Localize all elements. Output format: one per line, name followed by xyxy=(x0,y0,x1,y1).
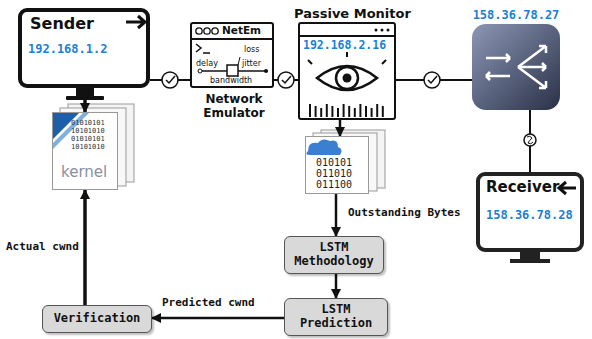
node-text: 192.168.1.2 xyxy=(28,42,107,56)
node-text: 192.168.2.16 xyxy=(303,38,386,52)
node-text: 010101 011010 011100 xyxy=(316,157,362,190)
kernel-file: 01010101 10101010 01010101 10101010 kerne… xyxy=(52,112,118,190)
node-illustration xyxy=(472,24,560,110)
monitor-base xyxy=(510,259,550,263)
connector xyxy=(83,88,87,112)
node-text: Network Emulator xyxy=(184,92,284,120)
node-text: 01010101 10101010 01010101 10101010 xyxy=(71,119,109,151)
capture-file: 010101 011010 011100 xyxy=(305,136,369,194)
process-box: LSTM Prediction xyxy=(284,298,388,336)
node-text: LSTM Prediction xyxy=(289,302,383,330)
connector xyxy=(339,120,342,136)
monitor-window: Passive Monitor192.168.2.16 xyxy=(298,22,396,120)
check-circle xyxy=(162,72,178,88)
node-text: LSTM Methodology xyxy=(289,240,379,268)
node-text: Receiver xyxy=(486,178,559,196)
node-text: 158.36.78.27 xyxy=(466,8,566,22)
monitor-box: Receiver 158.36.78.28 xyxy=(476,172,584,252)
edge-label: Predicted cwnd xyxy=(160,296,257,309)
router: 158.36.78.27 xyxy=(472,24,560,110)
emulator-window: NetEmdelaylossjitterbandwidthNetwork Emu… xyxy=(190,22,274,88)
node-text: kernel xyxy=(61,163,107,181)
monitor-stand xyxy=(520,252,540,259)
node-text: loss xyxy=(244,45,259,54)
connector xyxy=(83,190,87,305)
link-circle xyxy=(524,134,536,146)
process-box: Verification xyxy=(42,305,152,333)
edge-label: Actual cwnd xyxy=(4,240,81,253)
monitor-box: Sender 192.168.1.2 xyxy=(18,8,150,88)
connector xyxy=(335,194,338,236)
connector xyxy=(152,317,284,320)
check-circle xyxy=(424,72,440,88)
process-box: LSTM Methodology xyxy=(284,236,384,274)
node-text: NetEm xyxy=(222,24,261,36)
node-text: delay xyxy=(196,59,218,68)
connector xyxy=(335,274,338,298)
edge-label: Outstanding Bytes xyxy=(346,206,463,219)
node-text: Verification xyxy=(47,311,147,325)
node-text: Passive Monitor xyxy=(294,6,400,21)
node-text: 158.36.78.28 xyxy=(486,208,573,222)
node-text: Sender xyxy=(30,14,94,33)
check-circle xyxy=(278,72,294,88)
node-text: jitter xyxy=(242,59,261,68)
node-text: bandwidth xyxy=(210,76,252,85)
